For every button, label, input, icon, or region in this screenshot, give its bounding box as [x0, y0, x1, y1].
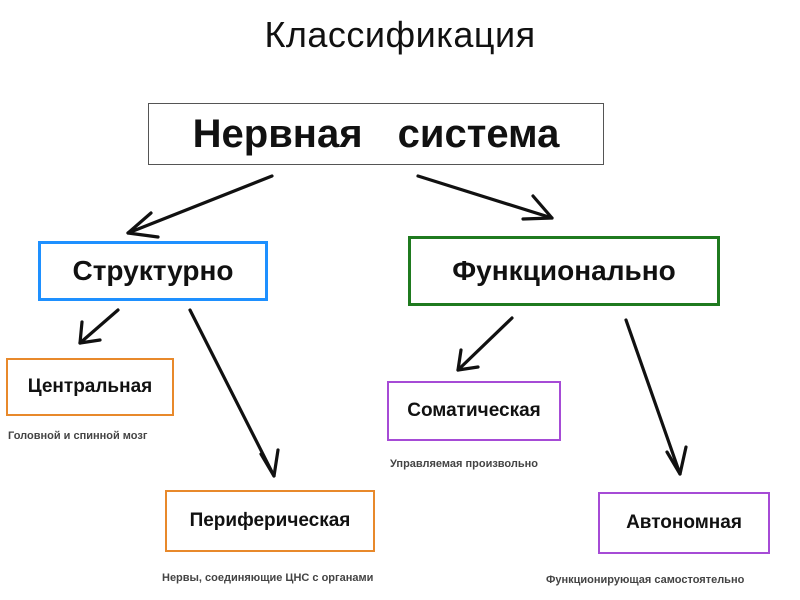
autonomic-label: Автономная [626, 512, 742, 533]
somatic-description: Управляемая произвольно [390, 458, 538, 470]
arrow-structural-to-peripheral [188, 308, 280, 478]
functional-box: Функционально [408, 236, 720, 306]
arrow-structural-to-central [78, 308, 120, 345]
autonomic-box: Автономная [598, 492, 770, 554]
somatic-label: Соматическая [407, 400, 541, 421]
arrow-root-to-functional [416, 174, 554, 221]
arrow-functional-to-autonomic [624, 318, 688, 476]
peripheral-box: Периферическая [165, 490, 375, 552]
functional-label: Функционально [452, 255, 676, 286]
arrow-root-to-structural [126, 174, 274, 239]
root-label: Нервная система [192, 111, 560, 156]
arrow-functional-to-somatic [456, 316, 514, 372]
central-label: Центральная [27, 376, 153, 397]
diagram-title: Классификация [264, 14, 536, 55]
structural-box: Структурно [38, 241, 268, 301]
somatic-box: Соматическая [387, 381, 561, 441]
autonomic-description: Функционирующая самостоятельно [546, 574, 745, 586]
central-description: Головной и спинной мозг [8, 430, 148, 442]
peripheral-label: Периферическая [189, 510, 351, 531]
central-box: Центральная [6, 358, 174, 416]
structural-label: Структурно [72, 255, 234, 286]
root-nervous-system-box: Нервная система [148, 103, 604, 165]
peripheral-description: Нервы, соединяющие ЦНС с органами [162, 572, 374, 584]
